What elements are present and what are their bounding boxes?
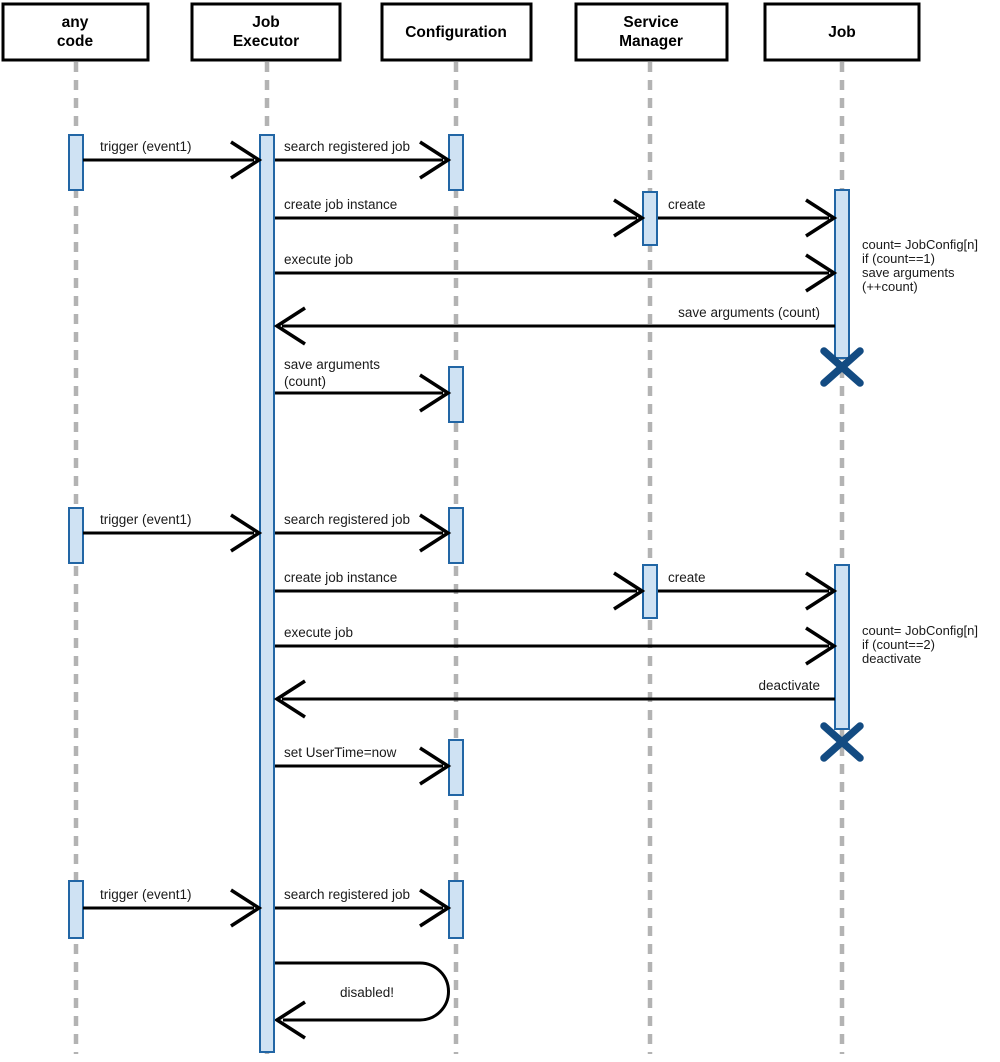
arrow-create-1: [658, 198, 838, 238]
arrow-execute-job-1: [275, 253, 838, 293]
activation-any-code-3: [68, 880, 84, 939]
annotation-line: deactivate: [862, 651, 921, 666]
header-configuration: Configuration: [380, 2, 533, 62]
arrow-create-job-instance-2: [275, 571, 646, 611]
header-job-executor: Job Executor: [190, 2, 342, 62]
message-label: create: [668, 570, 706, 585]
annotation-line: save arguments: [862, 265, 955, 280]
arrow-trigger-event1-1: [83, 140, 263, 180]
lifeline-headers: any code Job Executor Configuration Serv…: [1, 2, 921, 62]
message-label: execute job: [284, 625, 353, 640]
arrowhead-left-icon: [273, 679, 306, 719]
message-label: search registered job: [284, 139, 410, 154]
message-labels-block-2: trigger (event1) search registered job c…: [100, 512, 820, 760]
arrow-search-registered-job-2: [275, 513, 452, 553]
activation-bars: [68, 134, 850, 1053]
activation-job-2: [834, 564, 850, 730]
message-label: create: [668, 197, 706, 212]
annotation-line: (++count): [862, 279, 918, 294]
activation-configuration-2: [448, 366, 464, 423]
destroy-x-icon: [820, 347, 864, 387]
annotation-line: count= JobConfig[n]: [862, 237, 978, 252]
arrow-search-registered-job-3: [275, 888, 452, 928]
message-label: trigger (event1): [100, 139, 192, 154]
message-labels-block-3: trigger (event1) search registered job: [100, 887, 410, 902]
arrow-deactivate-return-2: [273, 679, 835, 719]
arrowhead-right-icon: [805, 253, 838, 293]
activation-service-manager-2: [642, 564, 658, 619]
message-label: execute job: [284, 252, 353, 267]
activation-job-1: [834, 189, 850, 359]
header-label: Configuration: [405, 24, 507, 41]
message-label: trigger (event1): [100, 887, 192, 902]
arrow-create-job-instance-1: [275, 198, 646, 238]
annotation-count-2: count= JobConfig[n] if (count==2) deacti…: [862, 623, 978, 666]
messages-block-3: [83, 888, 452, 928]
destroy-x-icon: [820, 722, 864, 762]
message-label: create job instance: [284, 197, 397, 212]
arrowhead-right-icon: [613, 198, 646, 238]
message-label: search registered job: [284, 512, 410, 527]
arrowhead-right-icon: [230, 140, 263, 180]
arrowhead-right-icon: [805, 571, 838, 611]
destroy-marks: [820, 347, 864, 762]
activation-configuration-4: [448, 739, 464, 796]
activation-any-code-1: [68, 134, 84, 191]
message-label: trigger (event1): [100, 512, 192, 527]
message-labels-block-1: trigger (event1) search registered job c…: [100, 139, 820, 389]
arrowhead-right-icon: [805, 198, 838, 238]
activation-configuration-3: [448, 507, 464, 564]
arrowhead-left-icon: [273, 306, 306, 346]
arrow-create-2: [658, 571, 838, 611]
header-label: Executor: [233, 33, 299, 50]
arrow-save-arguments-config-1: [275, 373, 452, 413]
header-job: Job: [763, 2, 921, 62]
activation-any-code-2: [68, 507, 84, 564]
header-any-code: any code: [1, 2, 150, 62]
activation-service-manager-1: [642, 191, 658, 246]
arrow-execute-job-2: [275, 626, 838, 666]
message-label: (count): [284, 374, 326, 389]
messages-block-1: [83, 140, 838, 413]
annotation-line: if (count==1): [862, 251, 935, 266]
message-label: search registered job: [284, 887, 410, 902]
header-label: Job: [828, 24, 856, 41]
arrowhead-right-icon: [419, 140, 452, 180]
annotation-line: if (count==2): [862, 637, 935, 652]
header-label: Service: [623, 14, 679, 31]
arrow-set-usertime-2: [275, 746, 452, 786]
message-label: deactivate: [758, 678, 820, 693]
header-label: Manager: [619, 33, 683, 50]
activation-job-executor: [259, 134, 275, 1053]
message-label: save arguments (count): [678, 305, 820, 320]
annotation-count-1: count= JobConfig[n] if (count==1) save a…: [862, 237, 978, 294]
self-loop-path: [275, 961, 450, 1022]
arrow-save-arguments-return-1: [273, 306, 835, 346]
arrowhead-right-icon: [230, 513, 263, 553]
annotation-line: count= JobConfig[n]: [862, 623, 978, 638]
message-label: save arguments: [284, 357, 380, 372]
arrowhead-right-icon: [419, 888, 452, 928]
activation-configuration-5: [448, 880, 464, 939]
arrow-trigger-event1-2: [83, 513, 263, 553]
arrowhead-right-icon: [419, 373, 452, 413]
arrow-search-registered-job-1: [275, 140, 452, 180]
arrowhead-right-icon: [613, 571, 646, 611]
message-label: create job instance: [284, 570, 397, 585]
arrowhead-right-icon: [230, 888, 263, 928]
arrow-trigger-event1-3: [83, 888, 263, 928]
arrowhead-right-icon: [419, 746, 452, 786]
activation-configuration-1: [448, 134, 464, 191]
self-message-disabled: disabled!: [273, 961, 450, 1040]
header-label: Job: [252, 14, 280, 31]
message-label: disabled!: [340, 985, 394, 1000]
header-label: any: [62, 14, 89, 31]
header-label: code: [57, 33, 94, 50]
arrowhead-left-icon: [273, 1000, 306, 1040]
messages-block-2: [83, 513, 838, 786]
message-label: set UserTime=now: [284, 745, 397, 760]
arrowhead-right-icon: [419, 513, 452, 553]
arrowhead-right-icon: [805, 626, 838, 666]
header-service-manager: Service Manager: [574, 2, 729, 62]
